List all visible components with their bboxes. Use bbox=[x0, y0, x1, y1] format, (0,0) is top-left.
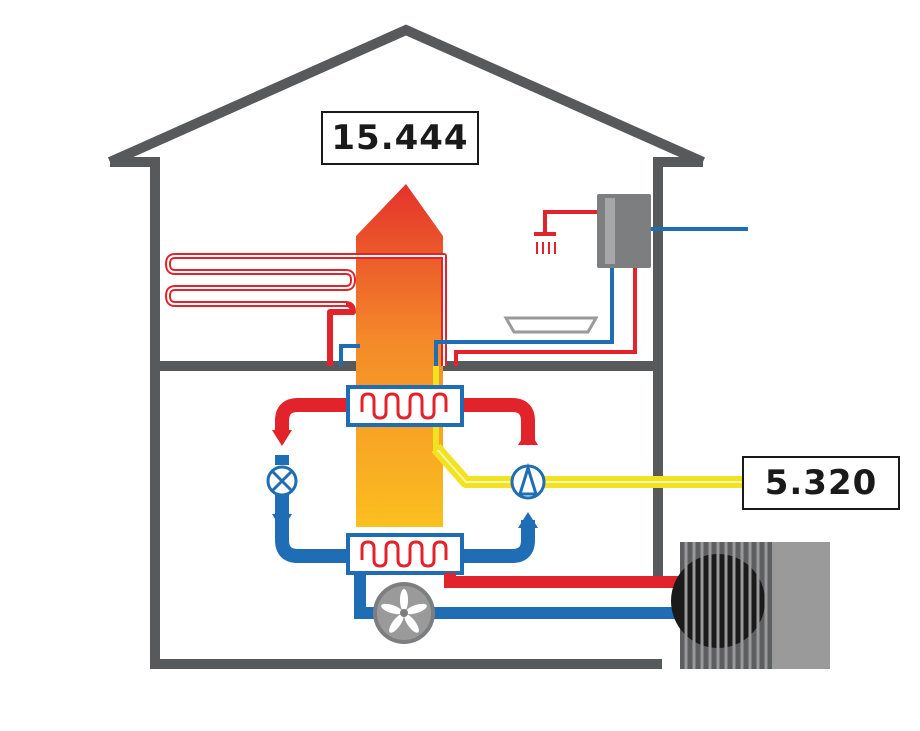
bathtub-icon bbox=[503, 316, 599, 334]
fan-icon bbox=[373, 582, 435, 644]
flow-arrow-up-right-bottom bbox=[518, 512, 538, 528]
flow-arrow-up-right-top bbox=[518, 429, 538, 445]
flow-arrow-down-left-bottom bbox=[272, 514, 292, 530]
outdoor-unit-lines bbox=[354, 573, 680, 619]
refrigerant-loop-cold bbox=[275, 455, 535, 563]
hot-water-lines bbox=[434, 268, 637, 366]
power-input-value-label: 5.320 bbox=[742, 456, 900, 510]
flow-arrow-down-left-top bbox=[272, 430, 292, 446]
refrigerant-loop-hot bbox=[275, 398, 535, 445]
floor-return-pipe bbox=[339, 344, 360, 366]
evaporator-heat-exchanger-icon bbox=[346, 533, 464, 575]
shower-head-icon bbox=[534, 210, 597, 254]
electric-supply-line bbox=[431, 444, 742, 488]
outdoor-unit-icon bbox=[671, 542, 830, 669]
condenser-heat-exchanger-icon bbox=[346, 385, 464, 427]
heat-flow-arrow bbox=[356, 184, 443, 527]
expansion-valve-icon bbox=[266, 465, 298, 497]
heat-output-value-label: 15.444 bbox=[321, 111, 479, 165]
compressor-icon bbox=[510, 462, 546, 500]
